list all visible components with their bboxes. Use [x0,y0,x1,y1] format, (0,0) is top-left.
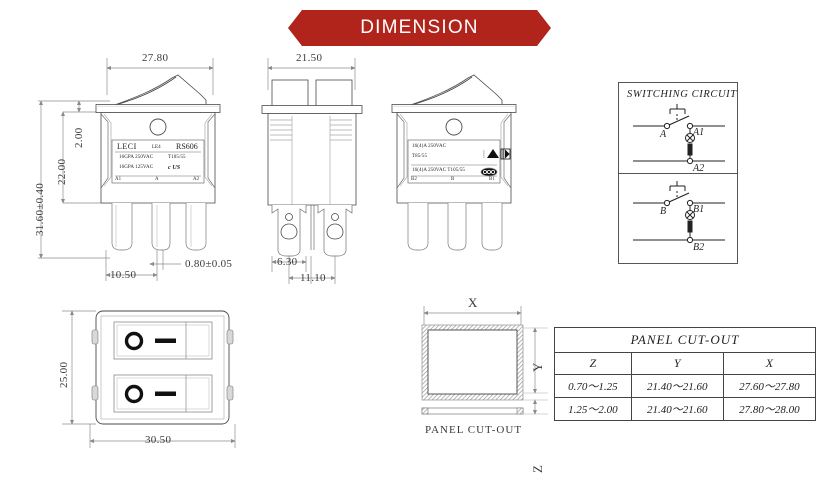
cell-z-1: 0.70～1.25 [554,374,632,398]
table-title-row: PANEL CUT-OUT [554,327,816,353]
dim-front-terminal-spacing: 10.50 [110,269,137,281]
cell-y-2: 21.40～21.60 [630,397,724,421]
dim-side-terminal-width: 6.30 [277,256,298,268]
dim-side-width: 21.50 [296,52,323,64]
plate3-terminal-b: B [451,177,455,182]
dim-front-flange-thickness: 2.00 [73,127,85,148]
circuit-b-lamp-label: B2 [693,242,704,253]
plate3-rating-1: 16(4)A 250VAC [412,144,447,149]
dim-front-terminal-thickness: 0.80±0.05 [185,258,233,270]
plate1-cert-mark: c US [168,165,181,171]
table-row: 1.25～2.00 21.40～21.60 27.80～28.00 [554,397,817,421]
dim-front-width: 27.80 [142,52,169,64]
circuit-diagram-b: B B1 B2 [633,181,725,253]
circuit-a-lamp-label: A2 [692,163,704,174]
dim-front-body-height: 22.00 [56,158,68,185]
column-header-z: Z [554,352,632,375]
panel-cutout-table: PANEL CUT-OUT Z Y X 0.70～1.25 21.40～21.6… [554,327,817,421]
dim-side-terminal-span: 11.10 [300,272,326,284]
plate3-terminal-b1: B1 [489,177,495,182]
plate1-terminal-a2: A2 [193,177,200,182]
plate1-terminal-a: A [155,177,159,182]
switching-circuit-box: SWITCHING CIRCUIT [618,82,738,264]
plate1-rating-2: 16GPA 125VAC [119,165,154,170]
column-header-x: X [722,352,817,375]
panel-cutout-table-title: PANEL CUT-OUT [554,327,816,353]
table-header-row: Z Y X [554,352,817,375]
banner-title: DIMENSION [360,17,479,38]
table-row: 0.70～1.25 21.40～21.60 27.60～27.80 [554,374,817,398]
plate3-rating-2: T85/55 [412,154,428,159]
circuit-diagram-a: A A1 A2 [633,104,725,174]
plate3-terminal-b2: B2 [411,177,417,182]
banner-shape [288,10,551,46]
cell-z-2: 1.25～2.00 [554,397,632,421]
cell-x-2: 27.80～28.00 [722,397,817,421]
dim-top-height: 25.00 [58,361,70,388]
cutout-caption: PANEL CUT-OUT [425,424,523,436]
cell-y-1: 21.40～21.60 [630,374,724,398]
cell-x-1: 27.60～27.80 [722,374,817,398]
cutout-axis-z-label: Z [530,464,545,473]
circuit-b-common-label: B [660,206,666,217]
column-header-y: Y [630,352,724,375]
plate1-terminal-a1: A1 [115,177,122,182]
switching-circuit-a: SWITCHING CIRCUIT [619,83,737,174]
switching-circuit-b: B B1 B2 [619,173,737,263]
circuit-a-no-label: A1 [692,127,704,138]
cutout-axis-x-label: X [468,295,478,310]
circuit-b-no-label: B1 [693,204,704,215]
dimension-banner: DIMENSION [288,10,551,46]
plate1-temp: T105/55 [168,155,186,160]
plate3-rating-3: 16(4)A 250VAC T105/55 [412,168,466,173]
plate1-rating-1: 16GPA 250VAC [119,155,154,160]
plate1-code: LE4 [152,145,161,150]
plate1-brand: LECI [117,142,137,151]
dim-top-width: 30.50 [145,434,172,446]
circuit-a-common-label: A [659,129,667,140]
plate1-model: RS606 [176,142,198,151]
cutout-axis-y-label: Y [530,362,545,372]
dim-front-total-height: 31.60±0.40 [34,182,46,236]
switching-circuit-title: SWITCHING CIRCUIT [627,89,737,100]
